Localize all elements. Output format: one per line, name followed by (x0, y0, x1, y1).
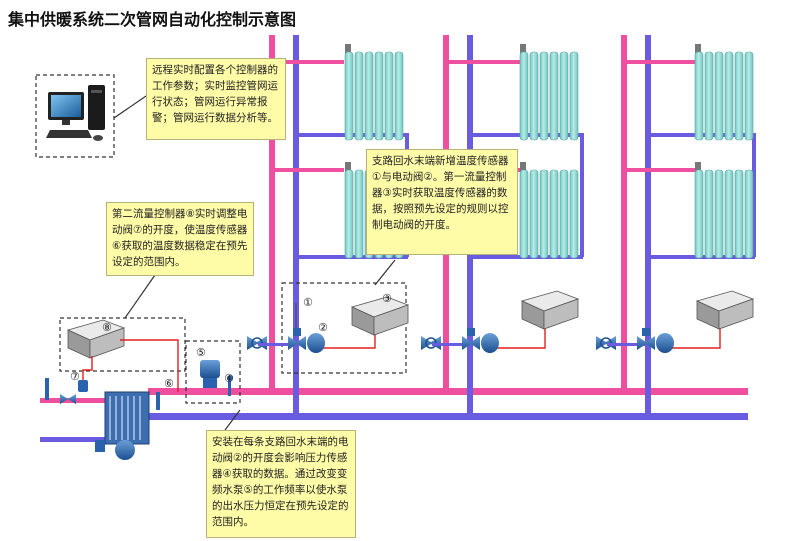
branch-control-group-box (281, 282, 407, 374)
pump-group-box (185, 340, 241, 404)
column-1-valves (247, 303, 325, 390)
marker-8: ⑧ (102, 321, 112, 334)
radiator-2-top (519, 44, 579, 141)
flow-controller-8-icon (66, 319, 126, 359)
main-return-pipe (148, 413, 748, 420)
marker-7: ⑦ (70, 370, 80, 383)
heat-exchanger-icon (45, 378, 160, 460)
number-markers: ① ② ③ ④ ⑤ ⑥ ⑦ ⑧ (70, 292, 392, 390)
riser-1-supply (269, 35, 275, 390)
radiator-2-bottom (519, 162, 579, 259)
flow-controller-3-icon (350, 296, 410, 336)
column-2-valves (421, 328, 499, 353)
controller-boxes (66, 290, 755, 359)
radiator-3-bottom (694, 162, 754, 259)
control-wires (82, 329, 721, 392)
note-second-flow-controller: 第二流量控制器⑧实时调整电动阀⑦的开度，使温度传感器⑥获取的温度数据稳定在预先设… (106, 202, 254, 276)
computer-group-box (35, 74, 115, 158)
branch-valves (247, 303, 674, 390)
note-connectors (113, 95, 396, 431)
riser-1-return (293, 35, 299, 417)
riser-3-supply (621, 35, 627, 390)
flow-controller-col3-icon (695, 290, 755, 330)
source-return-pipe (40, 437, 140, 442)
radiator-1-top (344, 44, 404, 141)
flow-controller-col2-icon (520, 290, 580, 330)
radiator-3-top (694, 44, 754, 141)
riser-3-return (645, 35, 651, 417)
note-pump-pressure: 安装在每条支路回水末端的电动阀②的开度会影响压力传感器④获取的数据。通过改变变频… (206, 430, 356, 538)
column-3-valves (596, 328, 674, 353)
marker-4: ④ (224, 372, 234, 385)
computer-icon (46, 85, 105, 141)
marker-5: ⑤ (196, 346, 206, 359)
diagram-title: 集中供暖系统二次管网自动化控制示意图 (8, 10, 297, 29)
marker-2: ② (318, 321, 328, 334)
source-supply-pipe (40, 398, 130, 403)
note-branch-sensor: 支路回水末端新增温度传感器①与电动阀②。第一流量控制器③实时获取温度传感器的数据… (366, 149, 518, 255)
marker-3: ③ (382, 292, 392, 305)
note-remote-monitoring: 远程实时配置各个控制器的工作参数；实时监控管网运行状态；管网运行异常报警；管网运… (146, 58, 286, 140)
marker-6: ⑥ (164, 377, 174, 390)
dashed-groups (35, 74, 407, 404)
controller-8-group-box (59, 317, 186, 372)
main-supply-pipe (148, 388, 748, 395)
marker-1: ① (303, 296, 313, 309)
variable-frequency-pump-icon (200, 360, 233, 396)
